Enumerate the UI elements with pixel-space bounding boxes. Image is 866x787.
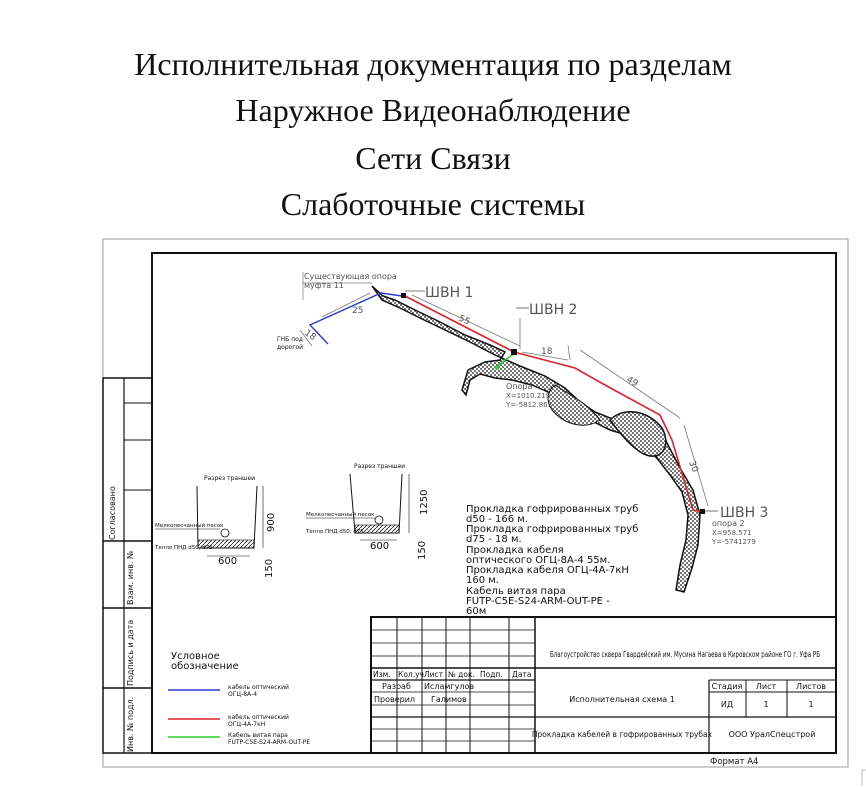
legend-title: Условное — [171, 651, 220, 662]
existing-support-sub: муфта 11 — [304, 281, 344, 290]
side-cell-approved: Согласовано — [108, 486, 117, 540]
legend-item-2-sub: ОГЦ-4А-7кН — [228, 721, 265, 728]
tb-name-checker: Галимов — [431, 695, 467, 704]
side-cell-inventory: Инв. № подл. — [126, 697, 135, 752]
support-1-marker — [495, 366, 499, 370]
tb-sheets-value: 1 — [808, 700, 813, 709]
camera-3-marker — [700, 509, 705, 514]
plaza-ellipse — [609, 411, 667, 457]
tb-sheet-header: Лист — [756, 682, 777, 691]
tb-stage-header: Стадия — [712, 682, 743, 691]
support-2-x: X=958.571 — [712, 529, 752, 537]
dim-49: 49 — [625, 375, 640, 390]
note-line: оптического ОГЦ-8А-4 55м. — [466, 555, 610, 566]
side-stamp: Согласовано Взам. инв. № Подпись и дата … — [102, 377, 153, 754]
tb-format: Формат А4 — [710, 757, 758, 767]
tb-project-line: Благоустройство сквера Гвардейский им. М… — [550, 650, 820, 659]
camera-2-label: ШВН 2 — [529, 302, 577, 318]
gnb-label-sub: дорогой — [277, 344, 303, 351]
tb-role-developer: Разраб — [382, 682, 411, 691]
existing-support-label: Существующая опора — [304, 272, 397, 281]
tb-sheets-header: Листов — [796, 682, 826, 691]
trench-right-width: 600 — [370, 541, 389, 552]
note-line: Прокладка кабеля ОГЦ-4А-7кН — [466, 565, 629, 576]
legend-item-1-sub: ОГЦ-8А-4 — [228, 691, 257, 698]
title-block — [370, 616, 837, 754]
trench-right-sand: Мелкопесчанный песок — [306, 511, 375, 518]
legend-item-2: кабель оптический — [228, 714, 289, 721]
tb-header-list: Лист — [424, 670, 444, 679]
note-line: Прокладка гофрированных труб — [466, 524, 638, 535]
note-line: Кабель витая пара — [466, 586, 566, 597]
note-line: 60м — [466, 606, 486, 617]
legend: Условное обозначение кабель оптический О… — [168, 651, 310, 746]
trench-right-bottom: 150 — [417, 541, 428, 560]
side-cell-replace: Взам. инв. № — [126, 550, 135, 605]
gnb-label: ГНБ под — [277, 336, 303, 343]
cable-optical-blue — [308, 292, 403, 345]
note-line: 160 м. — [466, 575, 499, 586]
camera-3-label: ШВН 3 — [720, 505, 768, 521]
note-line: Прокладка кабеля — [466, 545, 564, 556]
trench-left-pipe: Тепло ПНД d50, d75 — [154, 545, 213, 551]
support-1-label: Опора — [506, 382, 533, 391]
tb-header-sign: Подп. — [480, 670, 503, 679]
side-cell-signature: Подпись и дата — [126, 620, 135, 686]
site-plan: 18 25 55 18 49 30 Существующая опора муф… — [277, 272, 768, 593]
trench-right-pipe: Тепло ПНД d50, d75 — [305, 529, 364, 535]
camera-2-marker — [511, 349, 517, 355]
tb-company: ООО УралСпецстрой — [729, 730, 816, 739]
note-line: d50 - 166 м. — [466, 514, 528, 525]
tb-header-izm: Изм. — [373, 670, 391, 679]
support-1-x: X=1010.219 — [506, 392, 550, 400]
heading-line-4: Слаботочные системы — [280, 186, 586, 222]
dim-30: 30 — [686, 460, 699, 474]
tb-sheet-title: Исполнительная схема 1 — [569, 695, 675, 704]
cable-twisted-green — [497, 353, 515, 367]
lower-blob — [547, 384, 601, 426]
note-line: d75 - 18 м. — [466, 534, 522, 545]
trench-left-bottom: 150 — [264, 559, 275, 578]
trench-right-depth: 1250 — [419, 490, 430, 515]
tb-subject: Прокладка кабелей в гофрированных трубах — [532, 730, 713, 739]
trench-left-width: 600 — [218, 556, 237, 567]
support-1-y: Y=-5812.863 — [505, 401, 552, 409]
installation-notes: Прокладка гофрированных труб d50 - 166 м… — [466, 504, 638, 617]
tb-stage-value: ИД — [721, 700, 733, 709]
dim-55: 55 — [457, 314, 472, 328]
note-line: FUTP-C5E-S24-ARM-OUT-PE - — [466, 596, 610, 607]
park-path — [371, 285, 701, 593]
trench-left-depth: 900 — [266, 513, 277, 532]
camera-1-label: ШВН 1 — [425, 285, 473, 301]
legend-item-3-sub: FUTP-C5E-S24-ARM-OUT-PE — [228, 739, 310, 746]
trench-section-right: Разрез траншеи Мелкопесчанный песок Тепл… — [305, 463, 430, 560]
heading-line-2: Наружное Видеонаблюдение — [235, 92, 631, 128]
tb-sheet-value: 1 — [763, 700, 768, 709]
heading-line-3: Сети Связи — [355, 140, 511, 176]
title-block-text: Изм. Кол.уч Лист № док. Подп. Дата Разра… — [373, 650, 826, 767]
dimension-lines — [299, 292, 709, 507]
legend-item-3: Кабель витая пара — [228, 732, 288, 739]
tb-header-doc: № док. — [448, 670, 475, 679]
tb-name-developer: Исламгулов — [424, 682, 474, 691]
dim-25: 25 — [352, 306, 363, 316]
support-2-y: Y=-5741279 — [711, 538, 756, 546]
trench-left-sand: Мелкопесчанный песок — [155, 522, 224, 529]
dim-18b: 18 — [541, 347, 553, 357]
support-2-label: опора 2 — [712, 519, 745, 528]
note-line: Прокладка гофрированных труб — [466, 504, 638, 515]
heading-line-1: Исполнительная документация по разделам — [134, 46, 732, 82]
trench-section-left: Разрез траншеи Мелкопесчанный песок Тепл… — [154, 475, 277, 578]
camera-1-marker — [401, 293, 406, 298]
legend-title-sub: обозначение — [171, 661, 239, 672]
tb-role-checker: Проверил — [374, 695, 415, 704]
corner-mark — [861, 769, 866, 786]
cable-optical-red — [404, 295, 704, 513]
trench-left-title: Разрез траншеи — [204, 475, 255, 482]
trench-right-title: Разрез траншеи — [354, 463, 405, 470]
tb-header-date: Дата — [512, 670, 531, 679]
tb-header-kol: Кол.уч — [398, 670, 424, 679]
legend-item-1: кабель оптический — [228, 684, 289, 691]
